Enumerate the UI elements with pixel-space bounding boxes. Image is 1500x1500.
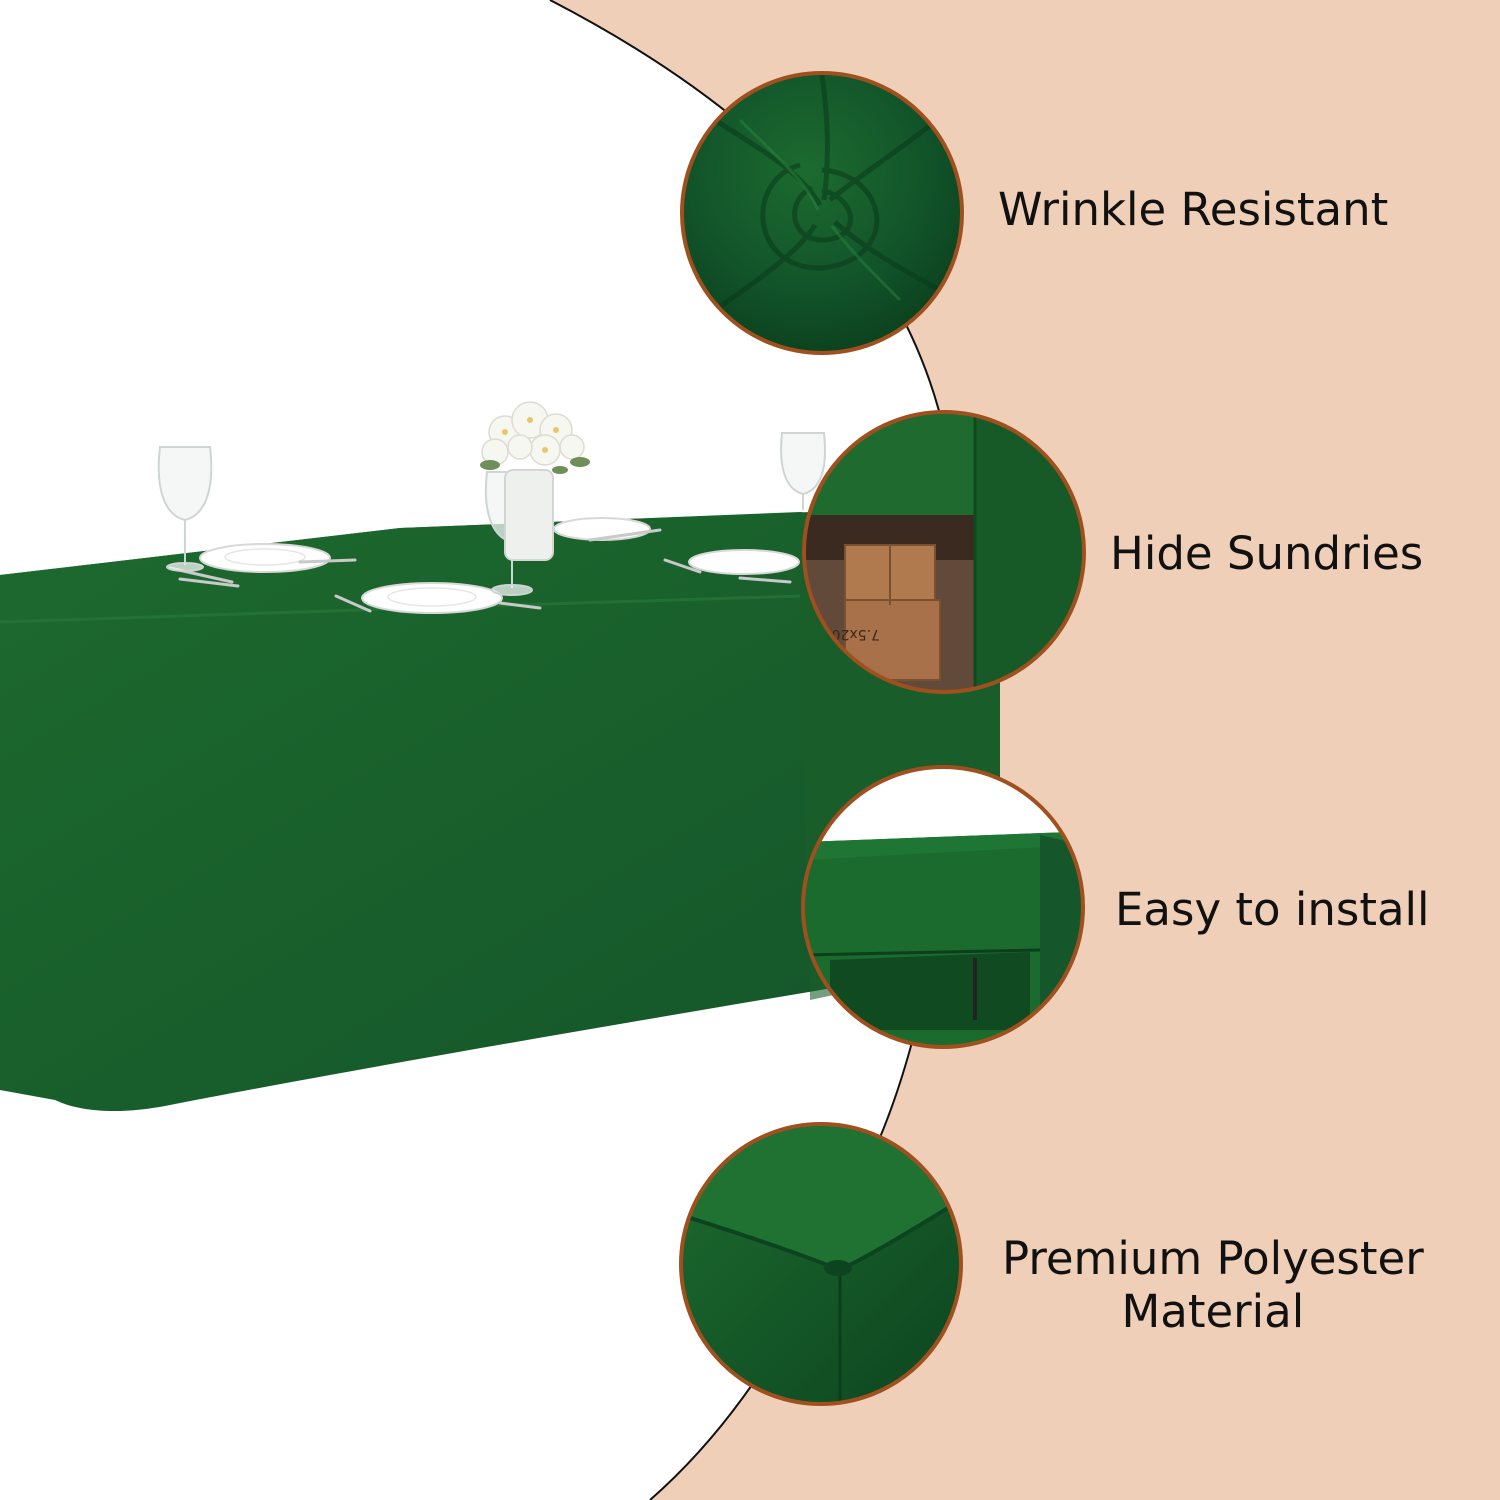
feature-label-premium-polyester: Premium Polyester Material: [1002, 1232, 1424, 1338]
accent-panel: [550, 0, 1500, 1500]
feature-label-easy-to-install: Easy to install: [1115, 883, 1430, 936]
box-label: 7.5x20: [832, 626, 880, 642]
feature-label-premium-line1: Premium Polyester: [1002, 1232, 1424, 1285]
feature-label-wrinkle-resistant: Wrinkle Resistant: [998, 183, 1389, 236]
dinner-plates: [199, 517, 800, 614]
flower-vase: [480, 401, 590, 561]
wrinkle-resistant-icon: [680, 71, 964, 355]
feature-label-premium-line2: Material: [1121, 1285, 1305, 1339]
hide-sundries-icon: 7.5x20: [802, 410, 1086, 694]
feature-label-hide-sundries: Hide Sundries: [1110, 527, 1424, 580]
easy-to-install-icon: [801, 765, 1085, 1049]
premium-polyester-icon: [679, 1122, 963, 1406]
table-front: [0, 512, 1000, 1112]
cutlery: [168, 528, 792, 613]
